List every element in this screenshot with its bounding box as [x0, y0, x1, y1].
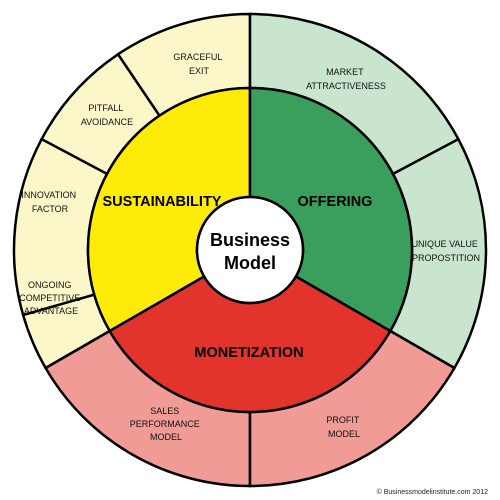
outer-label-market-attractiveness: MARKET ATTRACTIVENESS [306, 67, 386, 91]
center-label-line2: Model [224, 253, 276, 273]
inner-label-sustainability: SUSTAINABILITY [103, 194, 222, 210]
outer-label-innovation-factor: INNOVATION FACTOR [21, 190, 78, 214]
outer-label-ongoing-competitive-advantage: ONGOING COMPETITIVE ADVANTAGE [19, 280, 83, 316]
outer-label-profit-model: PROFIT MODEL [326, 415, 361, 439]
outer-ring [12, 12, 488, 488]
inner-label-offering: OFFERING [298, 194, 373, 210]
outer-label-graceful-exit: GRACEFUL EXIT [173, 52, 224, 76]
outer-label-unique-value-proposition: UNIQUE VALUE PROPOSTITION [412, 239, 481, 263]
copyright-notice: © Businessmodelinstitute.com 2012 [376, 489, 488, 496]
center-label-line1: Business [210, 230, 290, 250]
center-circle [195, 195, 305, 305]
inner-label-monetization: MONETIZATION [194, 345, 303, 361]
outer-label-sales-performance-model: SALES PERFORMANCE MODEL [130, 406, 203, 442]
outer-label-pitfall-avoidance: PITFALL AVOIDANCE [81, 103, 133, 127]
